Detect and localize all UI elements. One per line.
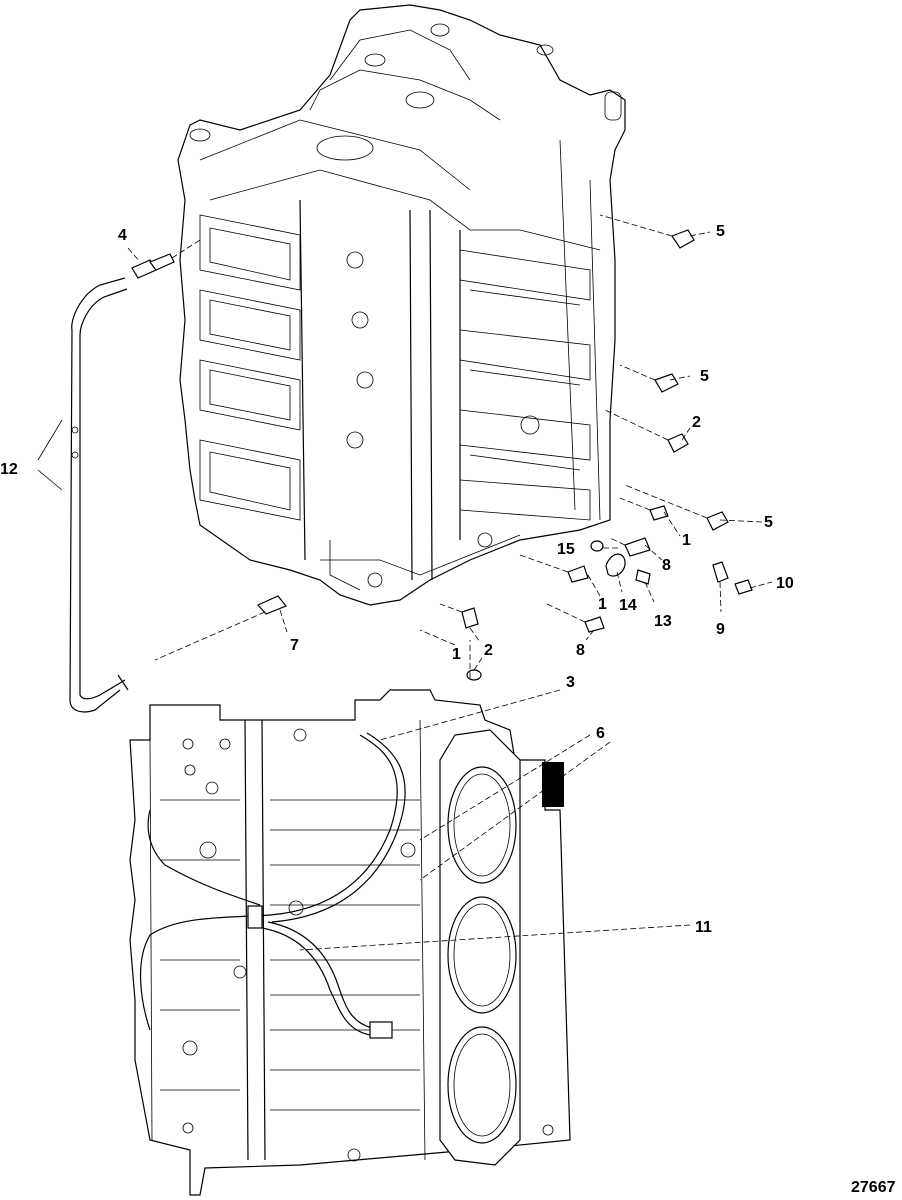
part-8-a	[624, 537, 651, 557]
part-5-plug-a	[671, 229, 695, 249]
part-1-screw-a	[649, 505, 669, 521]
callout-labels: 1 1 1 2 2 3 4 5 5 5 6 7 8 8 9 10 11 12 1…	[0, 223, 794, 936]
port-covers-left	[199, 214, 301, 521]
callout-13: 13	[654, 613, 672, 630]
callout-14: 14	[619, 597, 637, 614]
callout-7: 7	[290, 637, 299, 654]
callout-12: 12	[0, 461, 18, 478]
upper-cylinder-block	[177, 4, 626, 606]
callout-4: 4	[118, 227, 127, 244]
lower-cylinder-block	[129, 689, 571, 1196]
part-5-plug-c	[706, 511, 729, 531]
part-10-screw	[734, 579, 753, 595]
callout-8: 8	[576, 642, 585, 659]
callout-6: 6	[596, 725, 605, 742]
callout-5: 5	[716, 223, 725, 240]
part-7-fitting	[257, 595, 287, 615]
figure-number: 27667	[851, 1179, 896, 1196]
callout-5: 5	[700, 368, 709, 385]
callout-8: 8	[662, 557, 671, 574]
callout-2: 2	[484, 642, 493, 659]
callout-9: 9	[716, 621, 725, 638]
part-13-screw	[635, 569, 651, 585]
callout-1: 1	[598, 596, 607, 613]
part-2-plug-b	[466, 669, 482, 681]
part-1-screw-c	[461, 607, 479, 629]
callout-3: 3	[566, 674, 575, 691]
part-15-washer	[590, 540, 604, 552]
part-9-clip	[712, 561, 729, 583]
part-8-b	[584, 616, 605, 633]
callout-15: 15	[557, 541, 575, 558]
part-1-screw-b	[567, 565, 589, 583]
part-12-hose	[69, 277, 129, 713]
callout-11: 11	[695, 919, 712, 936]
callout-1: 1	[682, 532, 691, 549]
part-5-plug-b	[654, 373, 679, 393]
bleed-hoses	[139, 732, 406, 1039]
part-14-clamp	[605, 553, 626, 577]
part-4-fitting	[131, 253, 175, 279]
leader-lines	[37, 214, 773, 951]
part-2-plug-a	[667, 433, 689, 453]
callout-10: 10	[776, 575, 794, 592]
callout-5: 5	[764, 514, 773, 531]
port-covers-right	[459, 249, 591, 521]
callout-1: 1	[452, 646, 461, 663]
callout-2: 2	[692, 414, 701, 431]
